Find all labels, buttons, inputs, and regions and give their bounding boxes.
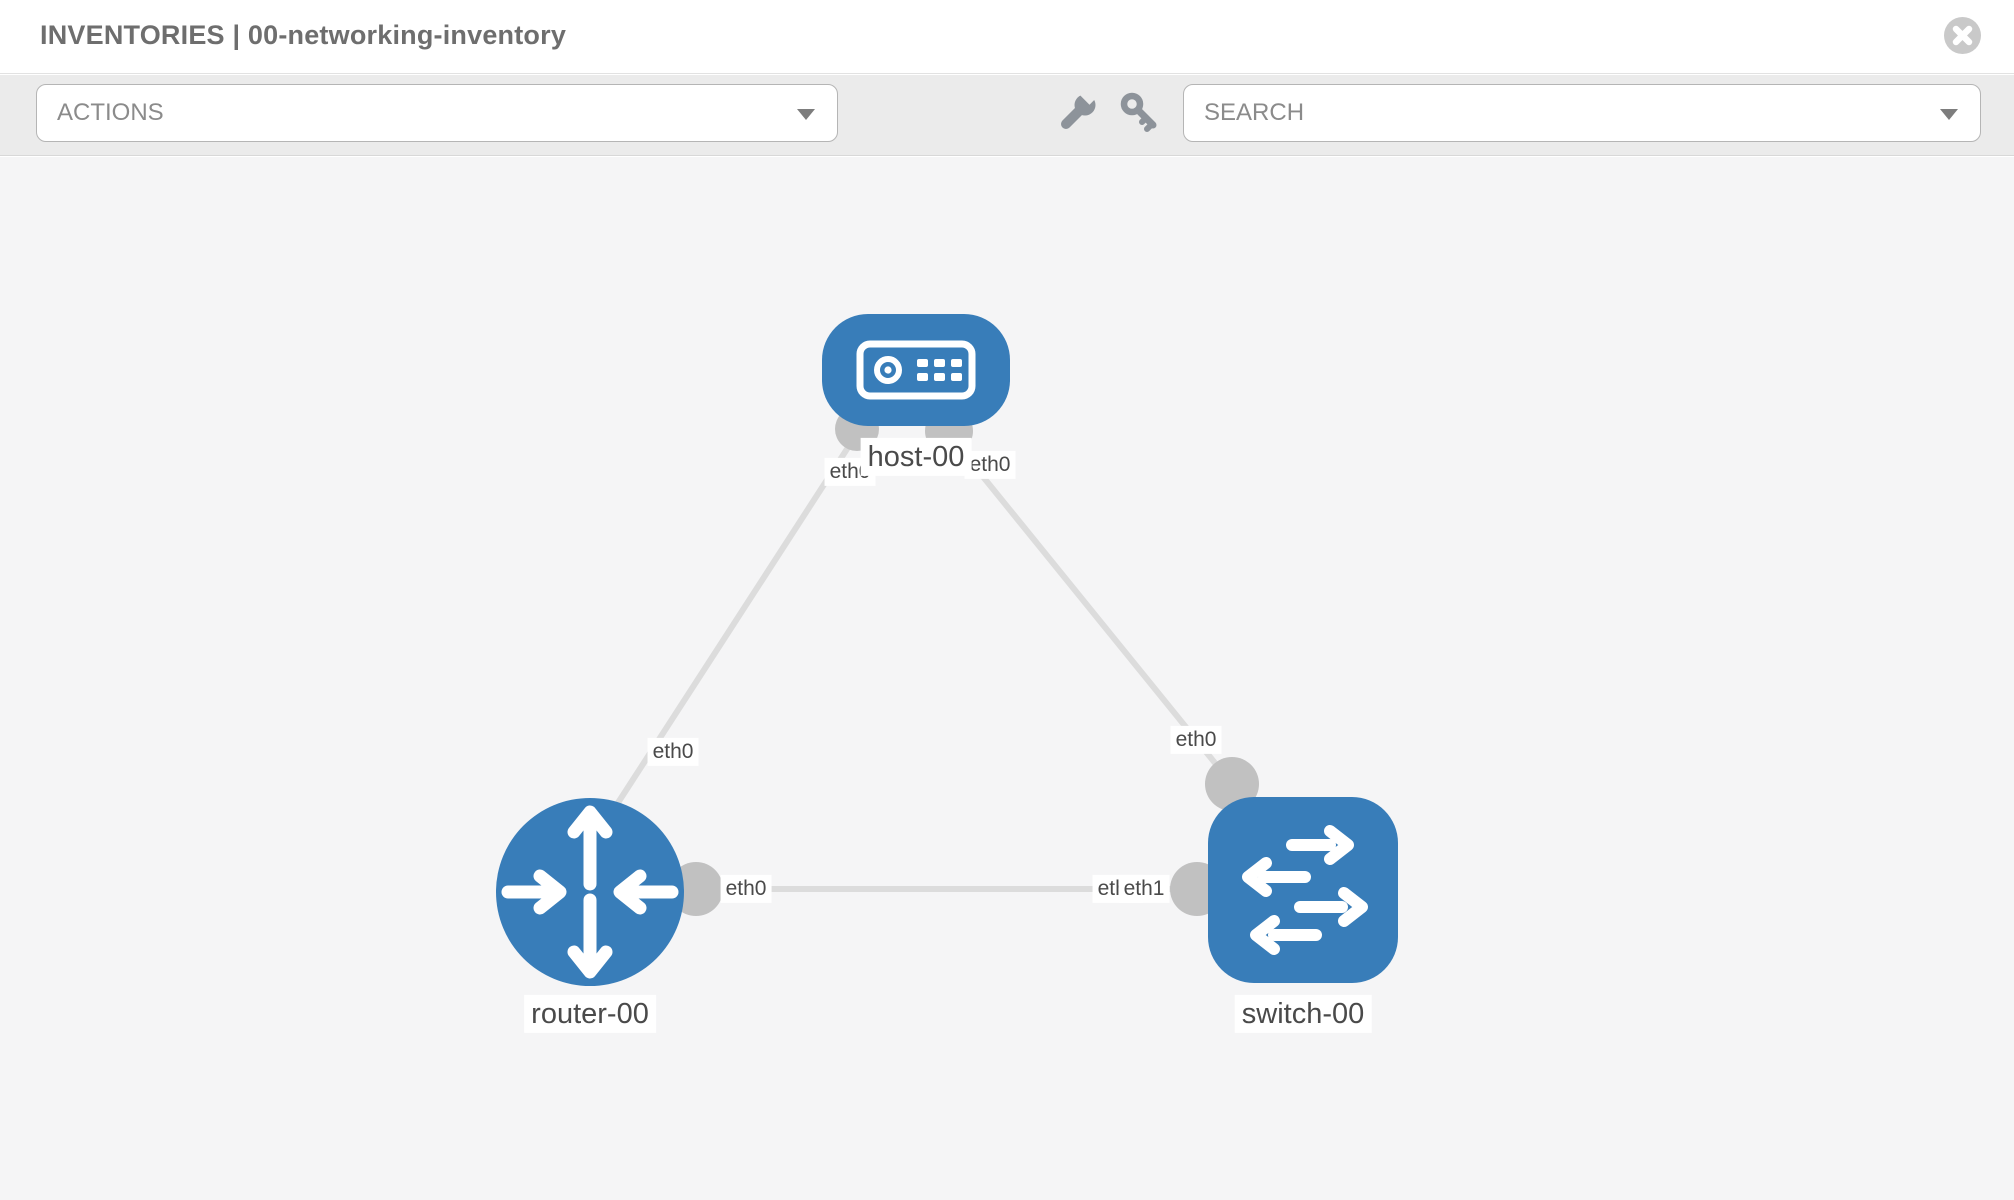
key-icon [1120, 92, 1157, 132]
topology-canvas[interactable]: host-00 router-00 switch-00 eth0 eth0 et… [0, 157, 2014, 1200]
node-host-00[interactable] [822, 314, 1010, 426]
wrench-icon [1061, 85, 1099, 129]
search-dropdown[interactable]: SEARCH [1183, 84, 1981, 142]
header: INVENTORIES | 00-networking-inventory [0, 0, 2014, 74]
node-label-switch: switch-00 [1234, 994, 1372, 1034]
node-label-router: router-00 [524, 994, 656, 1034]
iface-label-switch-left: eth1 [1118, 874, 1170, 904]
node-switch-00[interactable] [1208, 797, 1398, 983]
close-icon [1952, 25, 1973, 46]
node-router-00[interactable] [496, 798, 684, 986]
iface-label-router-top: eth0 [647, 737, 699, 767]
search-placeholder: SEARCH [1204, 99, 1305, 126]
switch-icon [1242, 825, 1368, 955]
iface-label-switch-top: eth0 [1170, 725, 1222, 755]
iface-label-host-right: eth0 [964, 450, 1016, 480]
host-icon [856, 340, 976, 400]
actions-dropdown[interactable]: ACTIONS [36, 84, 838, 142]
close-button[interactable] [1944, 17, 1981, 54]
caret-down-icon [1940, 109, 1958, 120]
credentials-button[interactable] [1114, 84, 1166, 142]
toolbar: ACTIONS SEARCH [0, 75, 2014, 156]
topology-graph [496, 314, 1398, 986]
caret-down-icon [797, 109, 815, 120]
configure-button[interactable] [1052, 84, 1104, 142]
actions-dropdown-label: ACTIONS [57, 99, 164, 126]
node-label-host: host-00 [860, 437, 972, 477]
page-title: INVENTORIES | 00-networking-inventory [40, 20, 567, 50]
iface-label-router-right: eth0 [720, 874, 772, 904]
iface-dot-switch-top [1205, 757, 1259, 811]
router-icon [501, 805, 679, 979]
